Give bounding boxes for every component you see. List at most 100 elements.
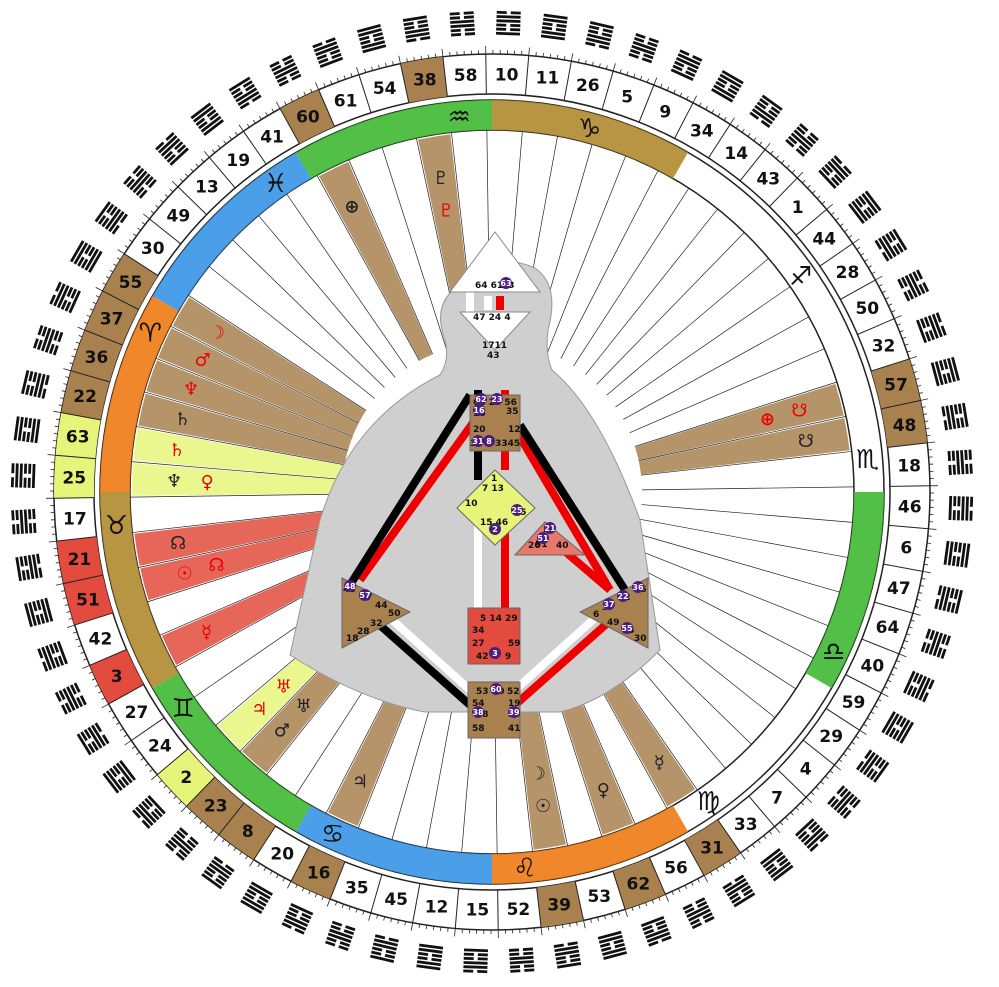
planet-ray-57: [635, 383, 844, 461]
hexagram-line: [827, 160, 846, 181]
hexagram-line: [924, 643, 931, 654]
hexagram-line: [556, 960, 567, 965]
tick-mark: [576, 921, 578, 926]
tick-mark: [252, 119, 256, 124]
tick-mark: [556, 54, 559, 59]
gate-number: 42: [89, 629, 113, 649]
gate-number: 1: [792, 198, 804, 218]
hexagram-line: [903, 291, 911, 302]
hexagram-line: [833, 174, 843, 184]
hexagram-line: [178, 827, 189, 836]
zodiac-leo-icon: ♌: [513, 854, 536, 884]
hexagram-icon: [920, 628, 952, 659]
channel-line: [356, 417, 479, 583]
center-gate-number: 5 14 29: [480, 614, 518, 624]
tick-mark: [779, 821, 784, 826]
tick-mark: [791, 169, 796, 174]
hexagram-line: [417, 956, 428, 961]
activation-dot: [603, 598, 615, 610]
hexagram-line: [751, 108, 773, 125]
hexagram-line: [586, 37, 611, 46]
gate-number: 8: [242, 822, 254, 842]
tick-mark: [925, 427, 930, 430]
hexagram-line: [892, 228, 908, 251]
hexagram-line: [916, 674, 924, 685]
activation-gate-number: 21: [544, 524, 556, 533]
tick-mark: [282, 877, 286, 882]
gate-divider: [108, 684, 144, 705]
tick-mark: [585, 60, 587, 65]
tick-mark: [757, 839, 761, 844]
hexagram-icon: [597, 930, 628, 960]
hexagram-line: [677, 53, 701, 66]
tick-mark: [205, 825, 209, 829]
tick-mark: [276, 874, 279, 879]
gate-number: 48: [893, 416, 917, 436]
hexagram-line: [31, 554, 39, 579]
hexagram-line: [785, 138, 795, 148]
hexagram-line: [190, 102, 212, 120]
zodiac-band-leo: [492, 805, 688, 884]
hexagram-line: [859, 751, 876, 773]
hexagram-line: [922, 692, 929, 703]
center-gate-number: 10: [465, 499, 478, 509]
tick-mark: [705, 105, 708, 110]
channel-line: [346, 392, 474, 588]
tick-mark: [98, 690, 103, 694]
gate-number: 64: [876, 618, 900, 638]
hexagram-line: [83, 729, 92, 739]
hexagram-line: [729, 892, 739, 901]
center-gate-number: 30: [634, 634, 647, 644]
tick-mark: [239, 851, 243, 856]
gate-number: 50: [855, 299, 879, 319]
tick-mark: [829, 770, 834, 774]
gate-divider: [887, 442, 928, 448]
hexagram-line: [957, 542, 963, 553]
center-gate-number: 7 13: [482, 484, 504, 494]
spoke-line: [560, 170, 659, 359]
hexagram-line: [402, 15, 427, 22]
tick-mark: [171, 180, 179, 187]
tick-mark: [678, 888, 681, 893]
hexagram-line: [117, 778, 126, 789]
activation-dot: [490, 683, 502, 695]
tick-mark: [73, 348, 78, 351]
tick-mark: [124, 245, 129, 249]
tick-mark: [800, 802, 805, 806]
tick-mark: [390, 918, 392, 923]
hexagram-line: [770, 861, 791, 879]
tick-mark: [160, 199, 164, 203]
hexagram-icon: [941, 402, 969, 431]
hexagram-line: [111, 224, 120, 235]
hexagram-line: [331, 920, 343, 927]
gate-divider: [861, 638, 900, 655]
hexagram-line: [768, 109, 778, 118]
planet-ray-60: [318, 161, 433, 361]
activation-dot: [473, 404, 485, 416]
tick-mark: [926, 434, 931, 437]
center-gate-number: 64 61: [475, 281, 503, 291]
hexagram-line: [830, 176, 840, 187]
gate-number: 32: [872, 337, 896, 357]
activation-dot: [359, 589, 371, 601]
gate-divider: [358, 74, 372, 113]
center-gate-number: 54: [472, 699, 485, 709]
gate-divider: [177, 186, 207, 215]
hexagram-line: [924, 331, 932, 342]
hexagram-line: [406, 38, 417, 43]
tick-mark: [709, 871, 713, 876]
hexagram-line: [463, 961, 488, 965]
hexagram-line: [496, 27, 507, 31]
gate-divider: [889, 485, 930, 487]
hexagram-line: [787, 135, 798, 145]
tick-mark: [66, 624, 75, 628]
activation-gate-number: 16: [473, 406, 485, 415]
tick-mark: [633, 73, 636, 78]
planet-glyph: ♇: [438, 201, 454, 222]
hexagram-line: [283, 918, 307, 931]
hexagram-line: [39, 613, 46, 624]
hexagram-icon: [102, 759, 136, 794]
tick-mark: [821, 200, 826, 205]
hexagram-line: [30, 418, 37, 443]
tick-mark: [137, 227, 142, 231]
